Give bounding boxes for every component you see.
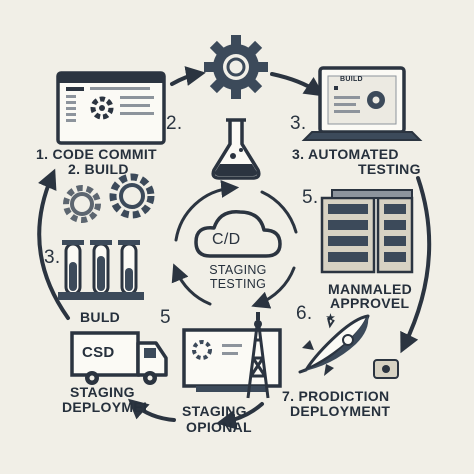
code-commit-label: 1. CODE COMMIT bbox=[36, 146, 157, 162]
server-rack-icon bbox=[320, 189, 414, 274]
production-label-2: DEPLOYMENT bbox=[290, 403, 391, 419]
laptop-icon bbox=[301, 66, 423, 141]
staging-optional-label-1: STAGING bbox=[182, 403, 247, 419]
monitor-icon bbox=[56, 71, 166, 145]
center-testing-label: TESTING bbox=[209, 277, 267, 291]
arrow-deploy-to-commit bbox=[37, 168, 70, 320]
step-number-five-bottom: 5 bbox=[160, 307, 171, 328]
production-label-1: 7. PRODICTION bbox=[282, 388, 390, 404]
staging-optional-label-2: OPIONAL bbox=[186, 419, 252, 435]
cloud-icon bbox=[194, 210, 282, 258]
inner-cycle bbox=[171, 179, 298, 309]
step-number-three-top: 3. bbox=[290, 113, 307, 134]
step-number-two: 2. bbox=[166, 113, 183, 134]
cloud-badge-text: C/D bbox=[212, 231, 241, 248]
rocket-icon bbox=[298, 314, 370, 376]
small-gears-icon bbox=[63, 173, 155, 223]
arrow-production-to-optional bbox=[216, 402, 264, 430]
laptop-screen-label: BUILD bbox=[340, 76, 363, 83]
testing-label: TESTING bbox=[358, 161, 421, 177]
step-number-five-right: 5. bbox=[302, 187, 319, 208]
build-step-label: 2. BUILD bbox=[68, 161, 129, 177]
test-tubes-icon bbox=[58, 240, 144, 300]
automated-testing-label: 3. AUTOMATED bbox=[292, 146, 399, 162]
manual-approval-label-2: APPROVEL bbox=[330, 295, 410, 311]
star-mark: ★ bbox=[326, 313, 336, 324]
arrow-gear-to-laptop bbox=[270, 72, 325, 97]
center-staging-label: STAGING bbox=[209, 263, 267, 277]
truck-label: CSD bbox=[82, 344, 115, 361]
arrow-optional-to-deploy bbox=[127, 398, 176, 422]
step-number-three-left: 3. bbox=[44, 247, 61, 268]
arrow-testing-to-production bbox=[400, 176, 432, 354]
flask-icon bbox=[211, 118, 261, 180]
oil-derrick-icon bbox=[182, 312, 282, 399]
build-label-bottom: BULD bbox=[80, 309, 121, 325]
arrow-commit-to-gear bbox=[170, 66, 206, 86]
gear-icon bbox=[204, 35, 268, 99]
step-number-six: 6. bbox=[296, 303, 313, 324]
cycle-arrows bbox=[37, 66, 432, 430]
staging-deployment-label-2: DEPLOYMEI bbox=[62, 399, 148, 415]
badge-icon bbox=[373, 359, 399, 379]
manual-approval-label-1: MANMALED bbox=[328, 281, 413, 297]
staging-deployment-label-1: STAGING bbox=[70, 384, 135, 400]
truck-icon bbox=[70, 331, 168, 385]
